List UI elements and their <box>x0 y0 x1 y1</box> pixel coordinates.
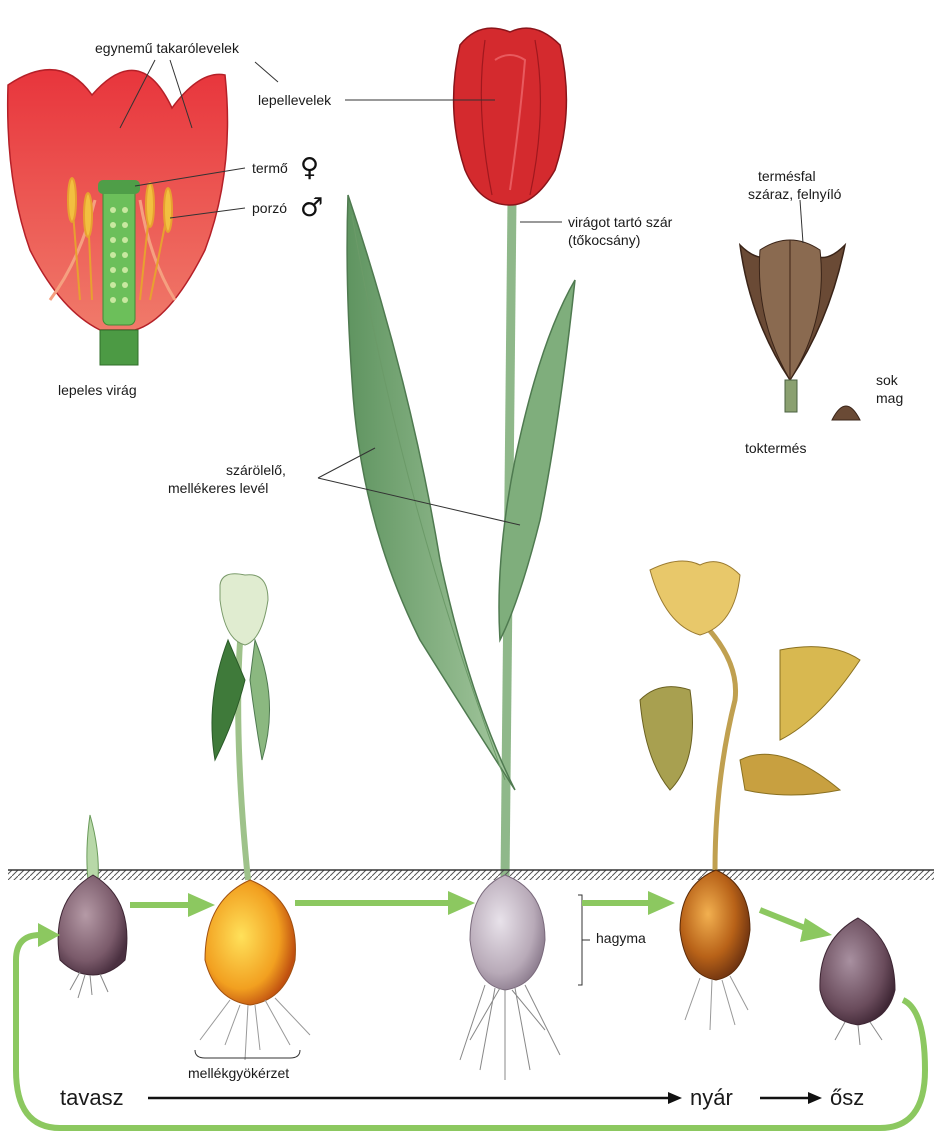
male-symbol-icon: ♂ <box>300 194 323 222</box>
label-adventitious-roots: mellékgyökérzet <box>188 1065 289 1082</box>
stage-bud <box>195 574 310 1060</box>
ground-line <box>8 870 934 880</box>
label-pericarp-1: termésfal <box>758 168 816 185</box>
label-capsule: toktermés <box>745 440 806 457</box>
label-bulb: hagyma <box>596 930 646 947</box>
stage-main-bulb <box>460 875 590 1080</box>
stage-dormant <box>820 918 895 1045</box>
flower-cross-section <box>8 60 278 365</box>
label-leaf-1: szárölelő, <box>226 462 286 479</box>
label-stamen: porzó <box>252 200 287 217</box>
label-leaf-2: mellékeres levél <box>168 480 268 497</box>
season-spring: tavasz <box>60 1085 124 1111</box>
label-seeds-2: mag <box>876 390 903 407</box>
season-autumn: ősz <box>830 1085 864 1111</box>
label-pistil: termő <box>252 160 288 177</box>
season-summer: nyár <box>690 1085 733 1111</box>
stage-sprout <box>58 815 127 998</box>
label-flower-stalk-2: (tőkocsány) <box>568 232 640 249</box>
capsule-fruit <box>740 200 860 420</box>
label-pericarp-2: száraz, felnyíló <box>748 186 841 203</box>
female-symbol-icon: ♀ <box>300 154 319 182</box>
label-tepals: lepellevelek <box>258 92 331 109</box>
label-homogeneous-tepals: egynemű takarólevelek <box>95 40 239 57</box>
label-flower-stalk-1: virágot tartó szár <box>568 214 672 231</box>
label-perianth-flower: lepeles virág <box>58 382 137 399</box>
main-tulip <box>318 28 575 880</box>
label-seeds-1: sok <box>876 372 898 389</box>
